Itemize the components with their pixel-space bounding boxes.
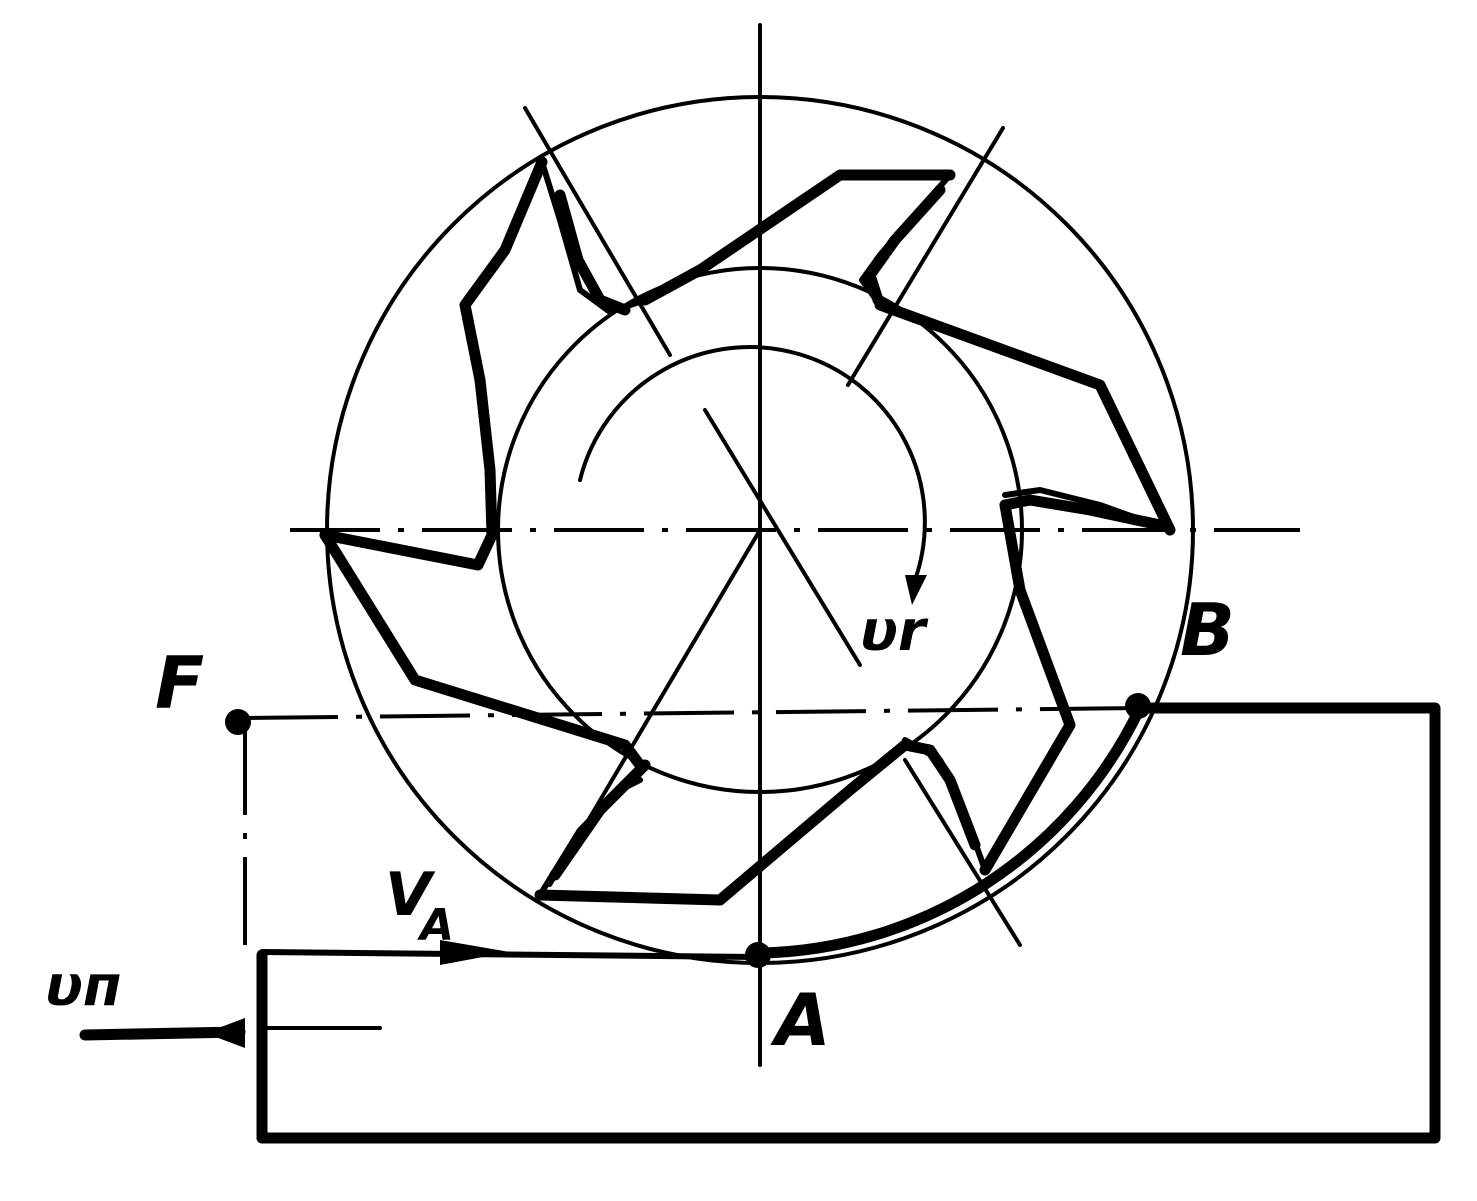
cutter-teeth <box>319 156 1176 906</box>
label-A: A <box>770 978 831 1062</box>
velocity-arrow <box>259 940 758 965</box>
workpiece-block <box>256 702 1441 1144</box>
feed-arrow <box>79 1018 382 1048</box>
label-B: B <box>1180 588 1235 672</box>
label-vA: V <box>385 860 436 930</box>
point-A <box>745 942 771 968</box>
label-vp: υп <box>45 954 122 1019</box>
cut-arc <box>754 702 1146 959</box>
point-B <box>1125 693 1151 719</box>
point-F <box>225 709 251 735</box>
label-F: F <box>155 641 204 725</box>
feed-level-line <box>247 706 1141 720</box>
label-vr: υr <box>860 599 929 664</box>
rotation-arrow <box>578 345 927 605</box>
label-vA-subscript: A <box>417 900 454 951</box>
